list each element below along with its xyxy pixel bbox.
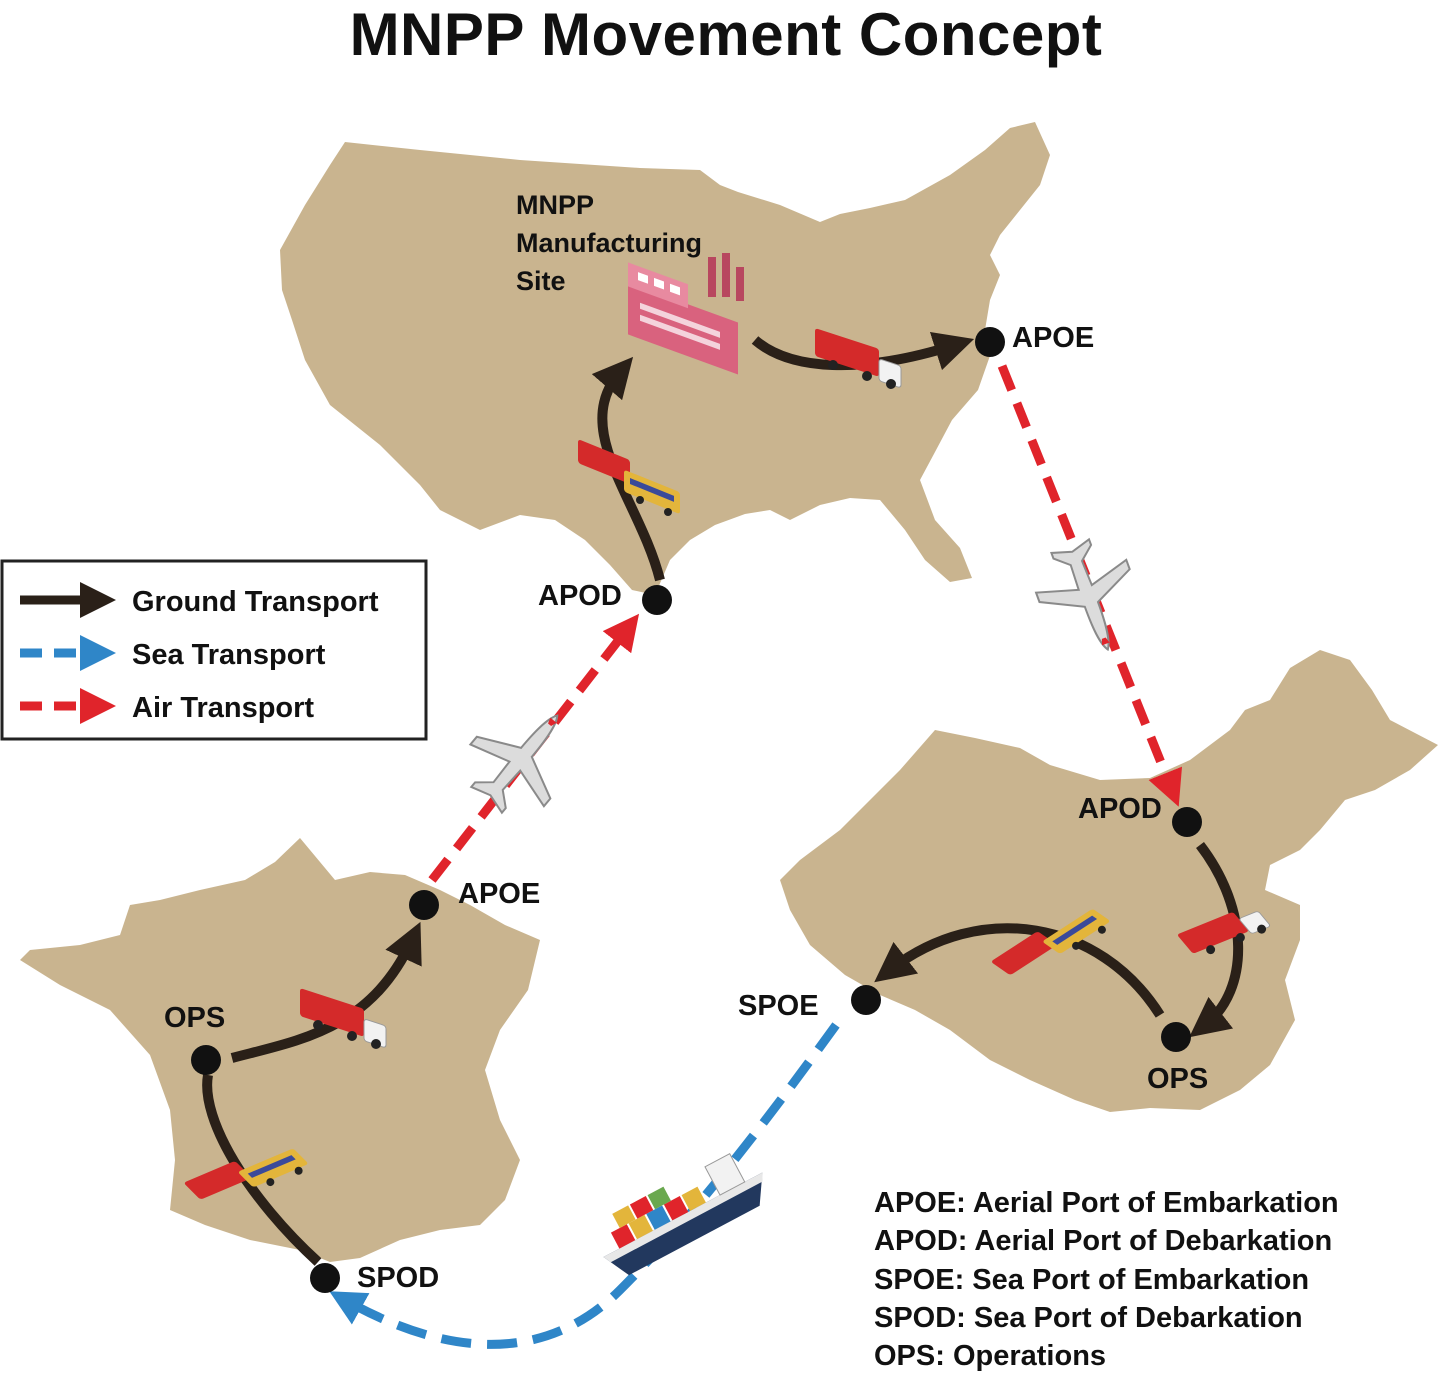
air-route-usa-to-china — [997, 364, 1183, 807]
airplane-icon — [1024, 528, 1154, 667]
key-line-apod: APOD: Aerial Port of Debarkation — [874, 1225, 1332, 1257]
ship-icon — [603, 1152, 763, 1276]
diagram-title: MNPP Movement Concept — [349, 1, 1103, 68]
node-france-apoe — [409, 890, 439, 920]
node-france-ops — [191, 1045, 221, 1075]
abbreviation-key: APOE: Aerial Port of Embarkation APOD: A… — [874, 1187, 1339, 1372]
legend-label-sea: Sea Transport — [132, 639, 326, 671]
china-ops-label: OPS — [1147, 1063, 1208, 1095]
usa-landmass — [280, 122, 1050, 595]
china-landmass — [780, 650, 1438, 1112]
node-china-apod — [1172, 807, 1202, 837]
legend: Ground Transport Sea Transport Air Trans… — [0, 559, 428, 741]
node-china-spoe — [851, 985, 881, 1015]
key-line-ops: OPS: Operations — [874, 1340, 1106, 1372]
sea-route-china-to-france — [329, 1022, 840, 1349]
key-line-spod: SPOD: Sea Port of Debarkation — [874, 1302, 1303, 1334]
legend-label-air: Air Transport — [132, 692, 314, 724]
node-usa-apoe — [975, 327, 1005, 357]
legend-label-ground: Ground Transport — [132, 586, 379, 618]
node-china-ops — [1161, 1022, 1191, 1052]
node-usa-apod — [642, 585, 672, 615]
china-spoe-label: SPOE — [738, 990, 819, 1022]
key-line-apoe: APOE: Aerial Port of Embarkation — [874, 1187, 1339, 1219]
usa-site-label-line3: Site — [516, 266, 566, 296]
china-apod-label: APOD — [1078, 793, 1162, 825]
france-spod-label: SPOD — [357, 1262, 439, 1294]
france-ops-label: OPS — [164, 1002, 225, 1034]
france-apoe-label: APOE — [458, 878, 540, 910]
air-route-france-to-usa — [428, 613, 640, 883]
key-line-spoe: SPOE: Sea Port of Embarkation — [874, 1264, 1309, 1296]
factory-icon — [628, 253, 744, 375]
usa-site-label-line2: Manufacturing — [516, 228, 702, 258]
usa-apoe-label: APOE — [1012, 322, 1094, 354]
usa-site-label-line1: MNPP — [516, 190, 594, 220]
ground-route-china-ops-to-spoe — [874, 923, 1165, 1018]
node-france-spod — [310, 1263, 340, 1293]
ground-route-china-apod-to-ops — [1189, 841, 1244, 1038]
usa-apod-label: APOD — [538, 580, 622, 612]
